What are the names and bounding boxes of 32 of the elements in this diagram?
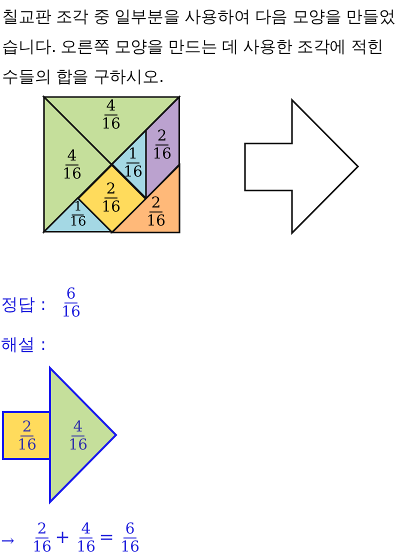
fraction-numerator: 1 bbox=[72, 200, 84, 216]
arrow-symbol: → bbox=[1, 531, 14, 550]
fraction-denominator: 16 bbox=[61, 166, 83, 182]
fraction-numerator: 2 bbox=[20, 418, 34, 436]
answer-denominator: 16 bbox=[60, 304, 82, 320]
explanation-label: 해설 : bbox=[1, 334, 46, 356]
fraction-numerator: 2 bbox=[35, 520, 49, 538]
fraction-denominator: 16 bbox=[119, 538, 141, 556]
fraction-numerator: 1 bbox=[126, 146, 140, 164]
fraction-denominator: 16 bbox=[31, 538, 53, 556]
answer-numerator: 6 bbox=[64, 286, 78, 304]
fraction-numerator: 4 bbox=[79, 520, 93, 538]
plus-sign: + bbox=[55, 527, 70, 548]
fraction-denominator: 16 bbox=[145, 212, 167, 230]
fraction-numerator: 4 bbox=[104, 98, 118, 116]
fraction-denominator: 16 bbox=[100, 116, 122, 132]
equals-sign: = bbox=[99, 527, 114, 548]
fraction-denominator: 16 bbox=[68, 216, 88, 230]
fraction-numerator: 2 bbox=[149, 194, 163, 212]
question-text: 칠교판 조각 중 일부분을 사용하여 다음 모양을 만들었습니다. 오른쪽 모양을 만드는 데 사용한 조각에 적힌 수들의 합을 구하시오. bbox=[2, 6, 396, 88]
fraction-denominator: 16 bbox=[67, 436, 89, 454]
fraction-numerator: 6 bbox=[123, 520, 137, 538]
fraction-denominator: 16 bbox=[75, 538, 97, 556]
fraction-numerator: 2 bbox=[155, 128, 169, 146]
answer-label: 정답 : bbox=[1, 294, 46, 316]
fraction-numerator: 4 bbox=[65, 148, 79, 166]
fraction-numerator: 2 bbox=[104, 180, 118, 198]
fraction-denominator: 16 bbox=[151, 146, 173, 162]
fraction-denominator: 16 bbox=[16, 436, 38, 454]
fraction-numerator: 4 bbox=[71, 418, 85, 436]
fraction-denominator: 16 bbox=[122, 164, 144, 180]
fraction-denominator: 16 bbox=[100, 198, 122, 216]
